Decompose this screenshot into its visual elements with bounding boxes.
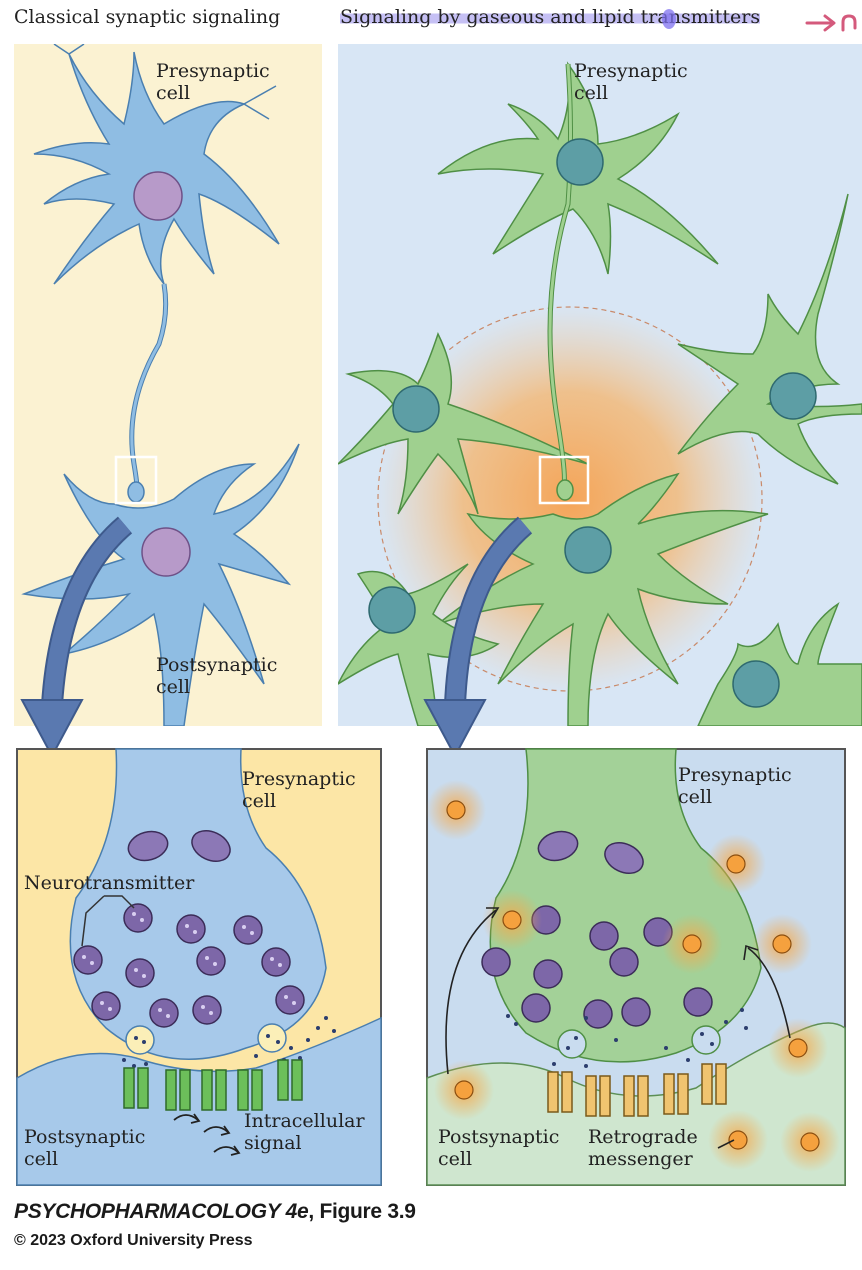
gaseous-synapse-illustration [426, 748, 846, 1186]
presynaptic-nucleus [133, 171, 183, 221]
receptors [123, 1059, 303, 1111]
magnify-box [114, 455, 158, 505]
figure-caption: PSYCHOPHARMACOLOGY 4e, Figure 3.9 [14, 1200, 416, 1224]
vesicles [481, 905, 713, 1029]
receptors [547, 1063, 727, 1117]
signal-arrows-icon [173, 1113, 241, 1156]
mitochondria [127, 830, 231, 862]
text-cursor-icon [662, 9, 676, 29]
header-classical: Classical synaptic signaling [14, 6, 281, 28]
header-gaseous-lipid: Signaling by gaseous and lipid transmitt… [340, 6, 761, 28]
magnify-box [538, 455, 590, 505]
gaseous-neurons-illustration [338, 44, 862, 726]
postsynaptic-nucleus [141, 527, 191, 577]
neurotransmitter-dots [122, 1016, 336, 1068]
label-neurotransmitter: Neurotransmitter [24, 872, 195, 894]
annotation-arrow-icon [805, 14, 857, 32]
classical-synapse-illustration [16, 748, 382, 1186]
vesicles [73, 903, 305, 1028]
copyright: © 2023 Oxford University Press [14, 1232, 253, 1249]
nuclei [368, 138, 817, 708]
mitochondria [537, 830, 644, 874]
caption-title: PSYCHOPHARMACOLOGY 4e [14, 1200, 309, 1223]
caption-figure: , Figure 3.9 [308, 1200, 416, 1223]
retrograde-messengers [446, 800, 820, 1152]
postsynaptic-neuron [21, 443, 300, 726]
retrograde-arrows [445, 907, 791, 1149]
presynaptic-neuron [33, 44, 280, 285]
zoom-arrows [20, 516, 533, 759]
